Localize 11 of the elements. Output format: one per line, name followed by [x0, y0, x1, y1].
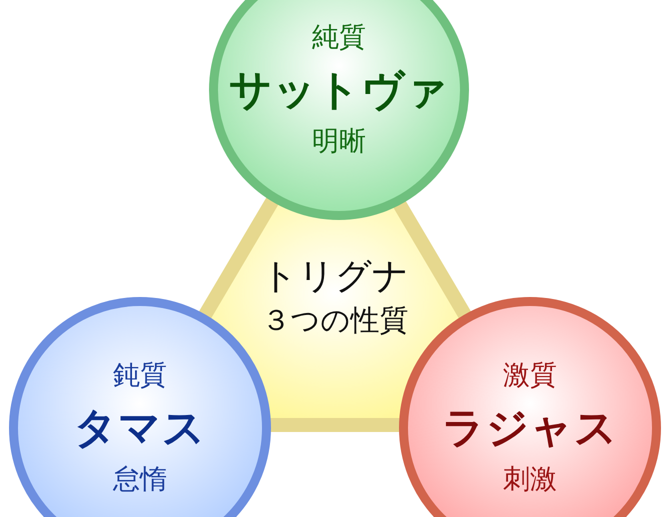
node-subtitle: ３つの性質 — [262, 304, 408, 336]
node-subtitle: 激質 — [503, 361, 557, 391]
node-caption: 怠惰 — [113, 465, 167, 495]
node-title: トリグナ — [261, 257, 409, 297]
node-title: サットヴァ — [229, 66, 449, 114]
node-subtitle: 純質 — [312, 23, 366, 53]
node-caption: 刺激 — [503, 465, 557, 495]
node-title: タマス — [74, 404, 206, 452]
node-title: ラジャス — [442, 404, 618, 452]
node-subtitle: 鈍質 — [113, 361, 167, 391]
node-caption: 明晰 — [312, 127, 366, 157]
